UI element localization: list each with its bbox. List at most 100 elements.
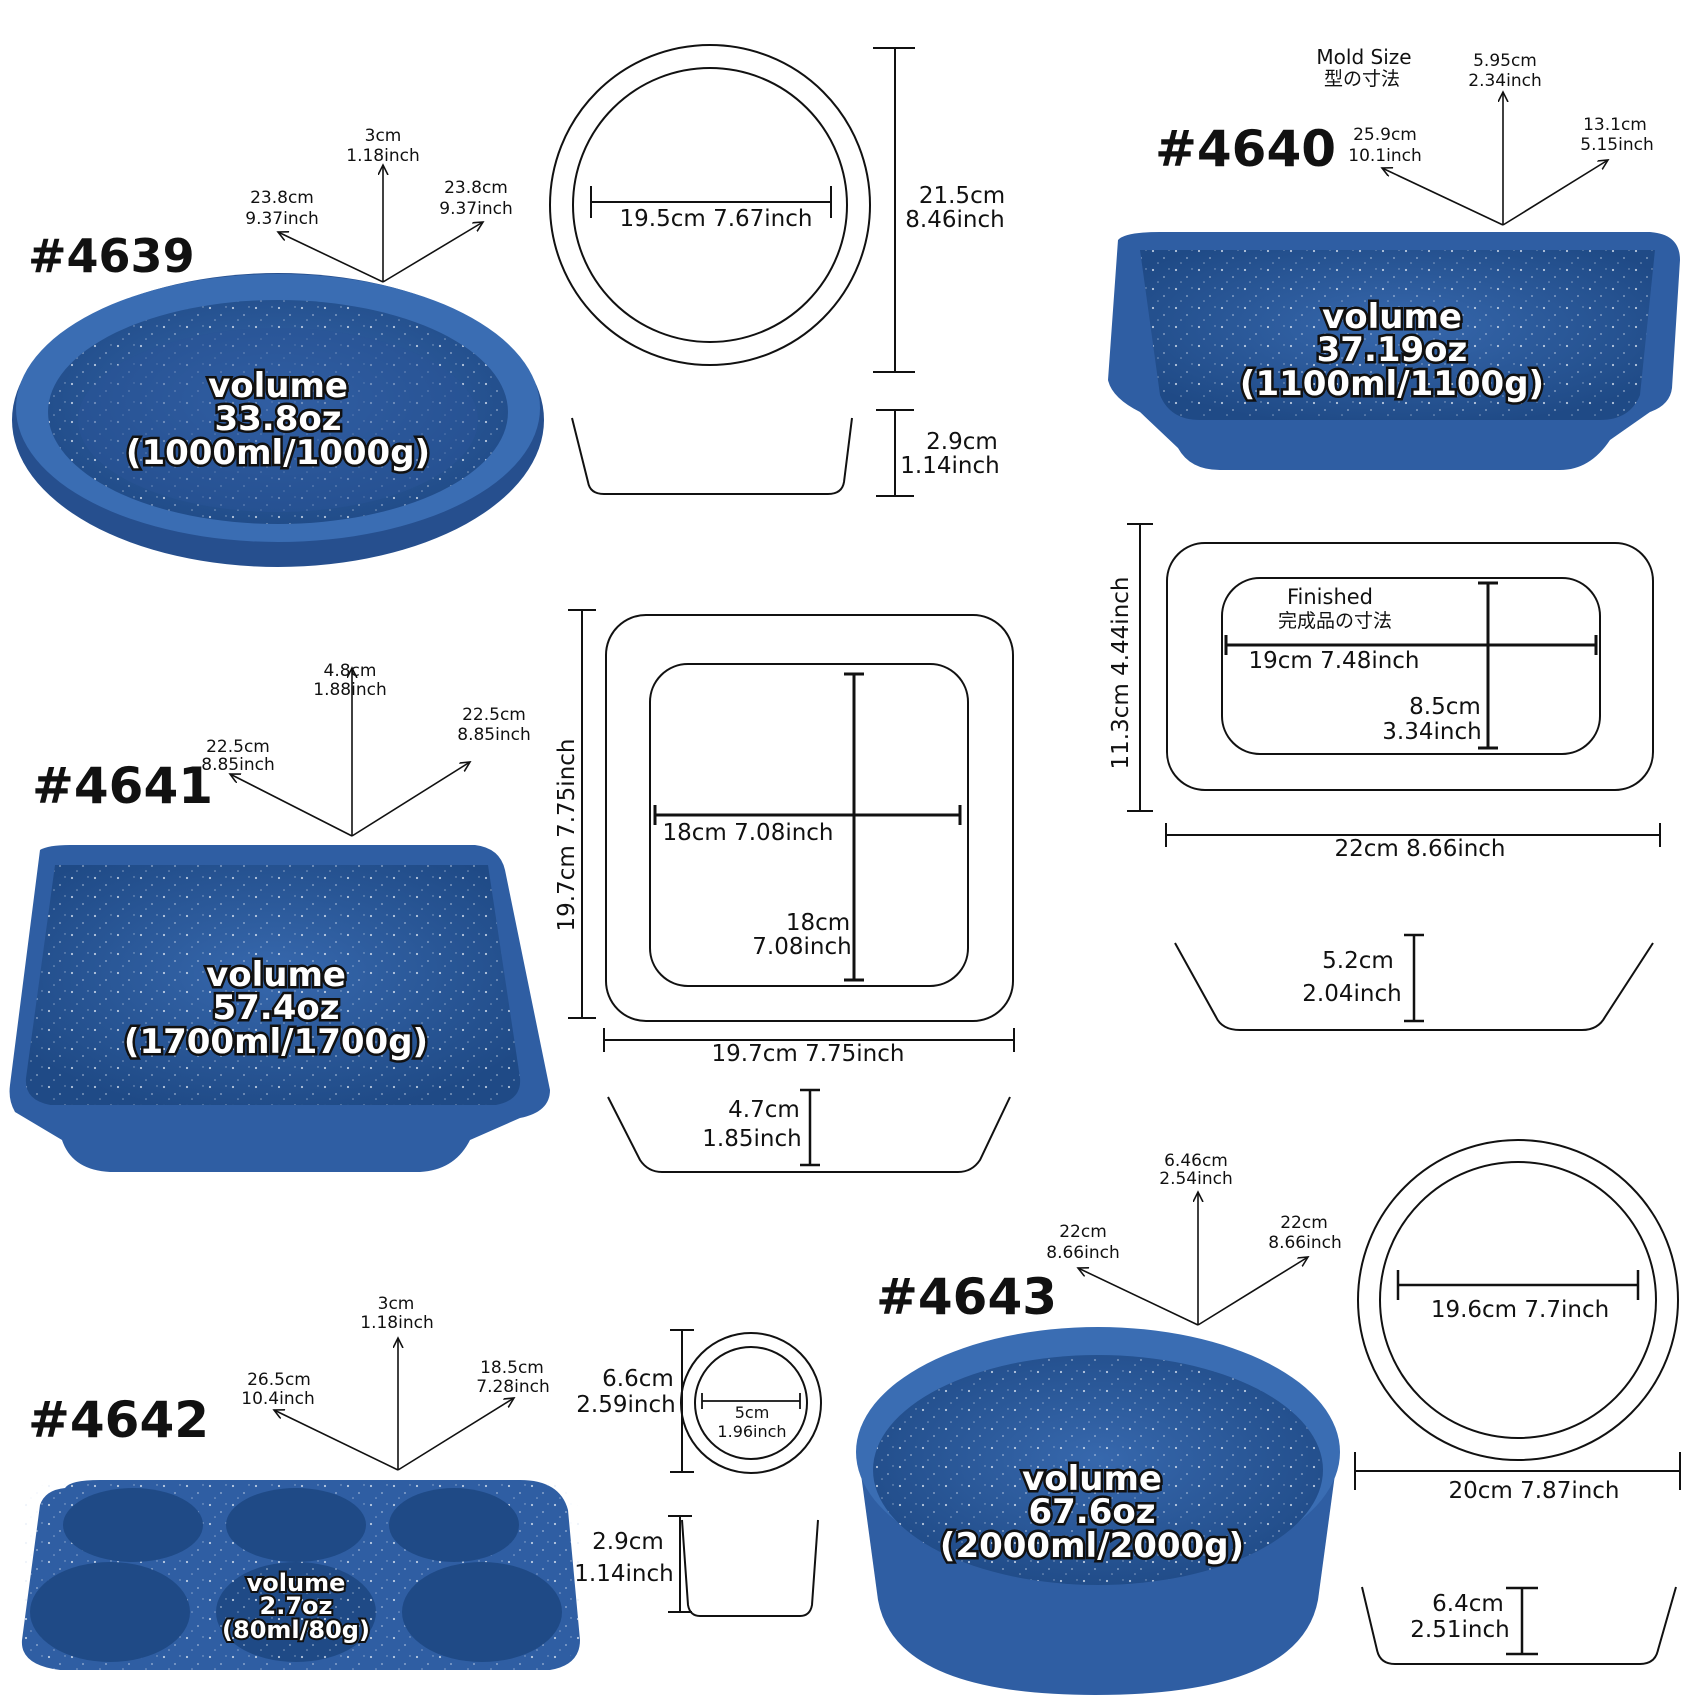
- inner-diameter-label: 19.6cm 7.7inch: [1431, 1297, 1609, 1323]
- depth-cm: 5.2cm: [1322, 948, 1394, 974]
- axis-up-inch: 1.18inch: [360, 1313, 433, 1333]
- axis-up-inch: 2.34inch: [1468, 71, 1541, 91]
- depth-cm: 2.9cm: [592, 1529, 664, 1555]
- svg-text:volume: volume: [206, 955, 346, 995]
- model-label: #4643: [876, 1268, 1057, 1326]
- cup-inner-cm: 5cm: [735, 1403, 770, 1422]
- svg-text:(2000ml/2000g): (2000ml/2000g): [940, 1526, 1244, 1566]
- inner-vertical-cm: 18cm: [786, 910, 850, 936]
- svg-text:(1000ml/1000g): (1000ml/1000g): [126, 433, 430, 473]
- pan-4642: #4642 3cm 1.18inch 26.5cm 10.4inch 18.5c…: [21, 1294, 822, 1670]
- pan-4639: #4639 3cm 1.18inch 23.8cm 9.37inch 23.8c…: [12, 44, 1005, 567]
- axis-up-cm: 3cm: [378, 1294, 415, 1314]
- finished-label: Finished: [1287, 585, 1373, 609]
- round-cake-pan-photo: [856, 1327, 1340, 1695]
- outer-diameter-label: 20cm 7.87inch: [1448, 1478, 1619, 1504]
- svg-text:volume: volume: [208, 366, 348, 406]
- svg-text:57.4oz: 57.4oz: [212, 988, 339, 1028]
- mold-size-label-jp: 型の寸法: [1324, 68, 1400, 90]
- side-view-drawing: 4.7cm 1.85inch: [607, 1088, 1011, 1173]
- axis-left-inch: 10.1inch: [1348, 146, 1421, 166]
- svg-text:(1100ml/1100g): (1100ml/1100g): [1240, 364, 1544, 404]
- inner-vertical-inch: 7.08inch: [752, 934, 851, 960]
- volume-label: volume 37.19oz (1100ml/1100g): [1237, 295, 1546, 407]
- model-label: #4641: [32, 757, 213, 815]
- depth-inch: 1.14inch: [574, 1561, 673, 1587]
- round-pan-photo: [12, 273, 544, 567]
- svg-text:37.19oz: 37.19oz: [1317, 330, 1468, 370]
- inner-length-label: 19cm 7.48inch: [1248, 648, 1419, 674]
- pan-4640: Mold Size 型の寸法 #4640 5.95cm 2.34inch 25.…: [1108, 45, 1680, 1031]
- dimension-axes: 4.8cm 1.88inch 22.5cm 8.85inch 22.5cm 8.…: [201, 661, 531, 837]
- cup-inner-inch: 1.96inch: [717, 1422, 786, 1441]
- axis-up-cm: 5.95cm: [1473, 51, 1537, 71]
- finished-label-jp: 完成品の寸法: [1278, 610, 1392, 632]
- dimension-axes: 5.95cm 2.34inch 25.9cm 10.1inch 13.1cm 5…: [1348, 51, 1654, 226]
- cup-outer-cm: 6.6cm: [602, 1366, 674, 1392]
- axis-up-inch: 1.88inch: [313, 680, 386, 700]
- axis-left-cm: 23.8cm: [250, 188, 314, 208]
- volume-label: volume 57.4oz (1700ml/1700g): [121, 953, 430, 1065]
- cup-outer-inch: 2.59inch: [576, 1392, 675, 1418]
- model-label: #4640: [1155, 120, 1336, 178]
- pan-4641: #4641 4.8cm 1.88inch 22.5cm 8.85inch 22.…: [9, 609, 1015, 1173]
- top-view-drawing: Finished 完成品の寸法 19cm 7.48inch 8.5cm 3.34…: [1108, 523, 1661, 862]
- depth-inch: 1.85inch: [702, 1126, 801, 1152]
- dimension-axes: 3cm 1.18inch 23.8cm 9.37inch 23.8cm 9.37…: [245, 126, 513, 283]
- axis-up-inch: 2.54inch: [1159, 1169, 1232, 1189]
- axis-right-inch: 5.15inch: [1580, 135, 1653, 155]
- axis-left-cm: 22cm: [1059, 1222, 1107, 1242]
- svg-text:volume: volume: [1022, 1459, 1162, 1499]
- svg-text:volume: volume: [247, 1569, 346, 1597]
- outer-diameter-inch: 8.46inch: [905, 207, 1004, 233]
- top-view-drawing: 18cm 7.08inch 18cm 7.08inch 19.7cm 7.75i…: [554, 609, 1015, 1067]
- axis-right-inch: 9.37inch: [439, 199, 512, 219]
- dimension-axes: 3cm 1.18inch 26.5cm 10.4inch 18.5cm 7.28…: [241, 1294, 550, 1471]
- axis-right-cm: 23.8cm: [444, 178, 508, 198]
- axis-left-cm: 26.5cm: [247, 1370, 311, 1390]
- depth-cm: 6.4cm: [1432, 1591, 1504, 1617]
- top-view-drawing: 19.5cm 7.67inch 21.5cm 8.46inch: [549, 44, 1005, 373]
- cup-top-view: 5cm 1.96inch 6.6cm 2.59inch: [576, 1329, 822, 1474]
- axis-right-cm: 22.5cm: [462, 705, 526, 725]
- svg-text:2.7oz: 2.7oz: [260, 1592, 333, 1620]
- axis-left-inch: 8.85inch: [201, 755, 274, 775]
- square-pan-photo: [9, 845, 551, 1172]
- volume-label: volume 67.6oz (2000ml/2000g): [937, 1457, 1246, 1569]
- outer-diameter-cm: 21.5cm: [919, 183, 1005, 209]
- svg-text:67.6oz: 67.6oz: [1028, 1492, 1155, 1532]
- volume-label: volume 33.8oz (1000ml/1000g): [123, 364, 432, 476]
- axis-right-cm: 22cm: [1280, 1213, 1328, 1233]
- axis-right-inch: 8.85inch: [457, 725, 530, 745]
- axis-left-inch: 10.4inch: [241, 1389, 314, 1409]
- axis-right-cm: 13.1cm: [1583, 115, 1647, 135]
- side-view-drawing: 2.9cm 1.14inch: [571, 409, 1000, 497]
- axis-right-cm: 18.5cm: [480, 1358, 544, 1378]
- outer-horizontal-label: 19.7cm 7.75inch: [712, 1041, 905, 1067]
- model-label: #4642: [28, 1391, 209, 1449]
- axis-left-cm: 25.9cm: [1353, 125, 1417, 145]
- cup-side-view: 2.9cm 1.14inch: [574, 1515, 819, 1617]
- inner-horizontal-label: 18cm 7.08inch: [662, 820, 833, 846]
- axis-left-inch: 9.37inch: [245, 209, 318, 229]
- top-view-drawing: 19.6cm 7.7inch 20cm 7.87inch: [1354, 1139, 1681, 1504]
- axis-right-inch: 7.28inch: [476, 1377, 549, 1397]
- loaf-pan-photo: [1108, 232, 1680, 470]
- axis-up-inch: 1.18inch: [346, 146, 419, 166]
- outer-width-label: 11.3cm 4.44inch: [1108, 577, 1134, 770]
- inner-diameter-label: 19.5cm 7.67inch: [620, 206, 813, 232]
- mold-size-label: Mold Size: [1316, 45, 1411, 69]
- depth-inch: 1.14inch: [900, 453, 999, 479]
- pan-4643: #4643 6.46cm 2.54inch 22cm 8.66inch 22cm…: [856, 1139, 1681, 1695]
- outer-length-label: 22cm 8.66inch: [1334, 836, 1505, 862]
- muffin-pan-photo: [21, 1480, 580, 1670]
- depth-inch: 2.51inch: [1410, 1617, 1509, 1643]
- svg-text:(1700ml/1700g): (1700ml/1700g): [124, 1022, 428, 1062]
- depth-cm: 2.9cm: [926, 429, 998, 455]
- volume-label: volume 2.7oz (80ml/80g): [220, 1567, 372, 1646]
- axis-right-inch: 8.66inch: [1268, 1233, 1341, 1253]
- axis-up-cm: 4.8cm: [324, 661, 377, 681]
- svg-text:33.8oz: 33.8oz: [214, 399, 341, 439]
